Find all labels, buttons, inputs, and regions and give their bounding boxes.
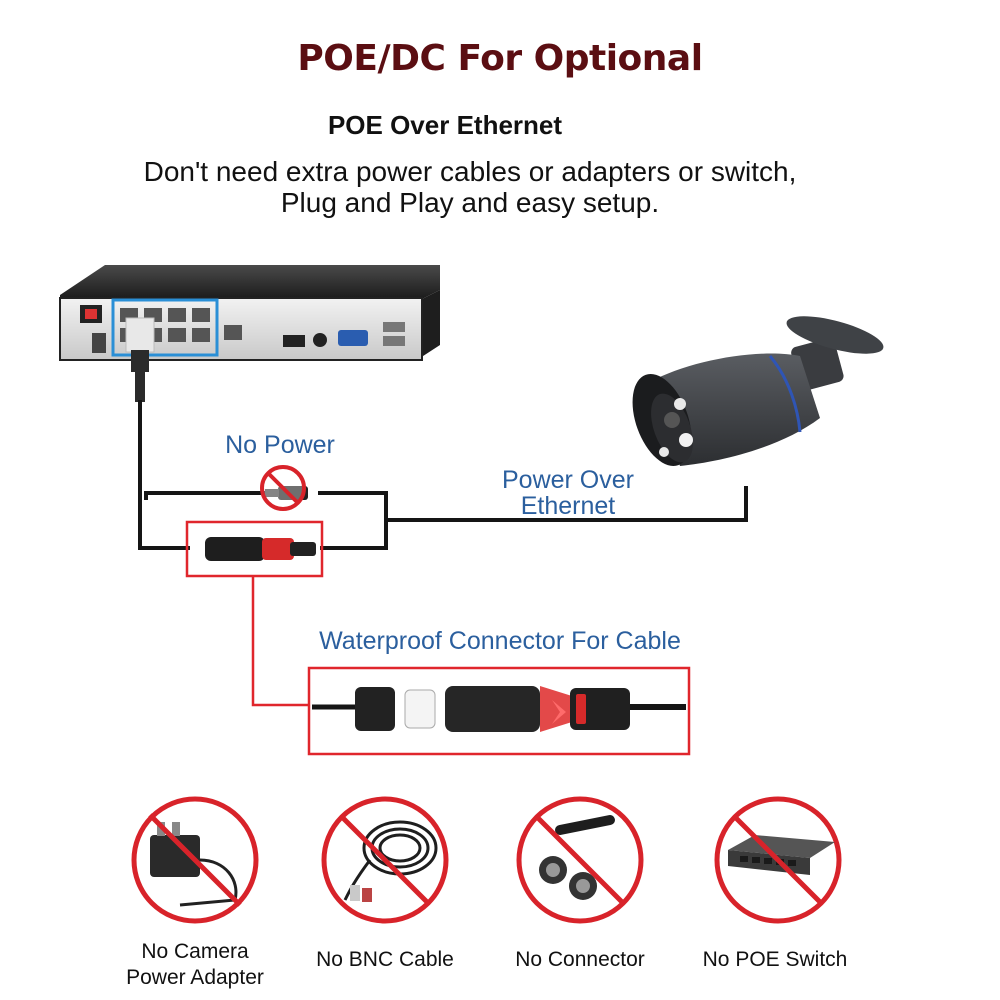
poe-label-line-2: Ethernet [520, 492, 616, 520]
connector-icon [539, 815, 615, 900]
section-subtitle: POE Over Ethernet [327, 110, 563, 140]
no-power-prohibited-icon [260, 465, 306, 511]
page-title: POE/DC For Optional [297, 38, 703, 79]
description-line-2: Plug and Play and easy setup. [280, 187, 660, 218]
description-line-1: Don't need extra power cables or adapter… [143, 156, 797, 187]
item-label-power-adapter: No Camera Power Adapter [90, 939, 300, 991]
inline-connector-icon [205, 537, 316, 561]
item-label-line-2: Power Adapter [126, 966, 264, 989]
no-power-adapter-item [131, 796, 259, 924]
callout-line [251, 576, 308, 707]
poe-label-line-1: Power Over [502, 466, 634, 494]
no-connector-item [516, 796, 644, 924]
description: Don't need extra power cables or adapter… [0, 156, 940, 218]
item-label-connector: No Connector [515, 948, 645, 971]
waterproof-connector-box [307, 666, 691, 756]
no-power-label: No Power [225, 431, 335, 459]
rj45-plug-icon [125, 317, 155, 402]
item-label-poe-switch: No POE Switch [702, 948, 848, 971]
connector-label: Waterproof Connector For Cable [319, 627, 681, 655]
ethernet-cable [138, 400, 748, 550]
connector-highlight-box [185, 520, 324, 578]
no-bnc-cable-item [321, 796, 449, 924]
item-label-bnc-cable: No BNC Cable [316, 948, 454, 971]
no-poe-switch-item [714, 796, 842, 924]
power-adapter-icon [150, 835, 200, 877]
bullet-camera-icon [632, 316, 884, 466]
waterproof-connector-detail-icon [312, 686, 686, 732]
poe-label: Power Over Ethernet [478, 467, 658, 519]
item-label-line-1: No Camera [141, 940, 249, 963]
nvr-recorder-icon [59, 265, 440, 361]
